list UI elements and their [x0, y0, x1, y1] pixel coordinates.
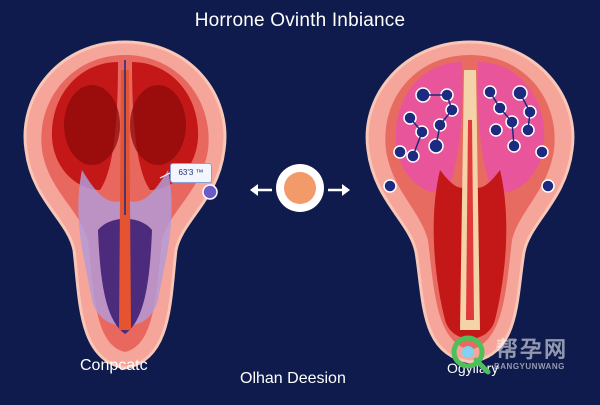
follicle	[489, 123, 503, 137]
follicle	[541, 179, 555, 193]
watermark-cn-text: 帮孕网	[496, 337, 569, 362]
center-circle-core	[284, 172, 316, 204]
right-organ	[365, 40, 575, 364]
watermark-en-text: BANGYUNWANG	[494, 362, 565, 371]
left-small-follicle	[202, 184, 218, 200]
follicle	[393, 145, 407, 159]
watermark: 帮孕网 BANGYUNWANG	[446, 332, 586, 380]
center-label: Olhan Deesion	[240, 370, 346, 387]
center-exchange	[250, 164, 350, 212]
left-chamber-right-core	[130, 85, 186, 165]
watermark-logo-icon	[451, 335, 491, 375]
callout-label: 63'3 ™	[170, 163, 212, 183]
right-canal-core	[466, 120, 474, 320]
follicle	[535, 145, 549, 159]
left-organ-label: Conpcatc	[80, 357, 148, 374]
left-chamber-left-core	[64, 85, 120, 165]
right-follicle-links	[409, 91, 531, 157]
diagram-title: Horrone Ovinth Inbiance	[194, 10, 406, 31]
follicle	[383, 179, 397, 193]
left-arrow-icon	[250, 184, 272, 196]
left-organ	[23, 40, 227, 370]
right-arrow-icon	[328, 184, 350, 196]
